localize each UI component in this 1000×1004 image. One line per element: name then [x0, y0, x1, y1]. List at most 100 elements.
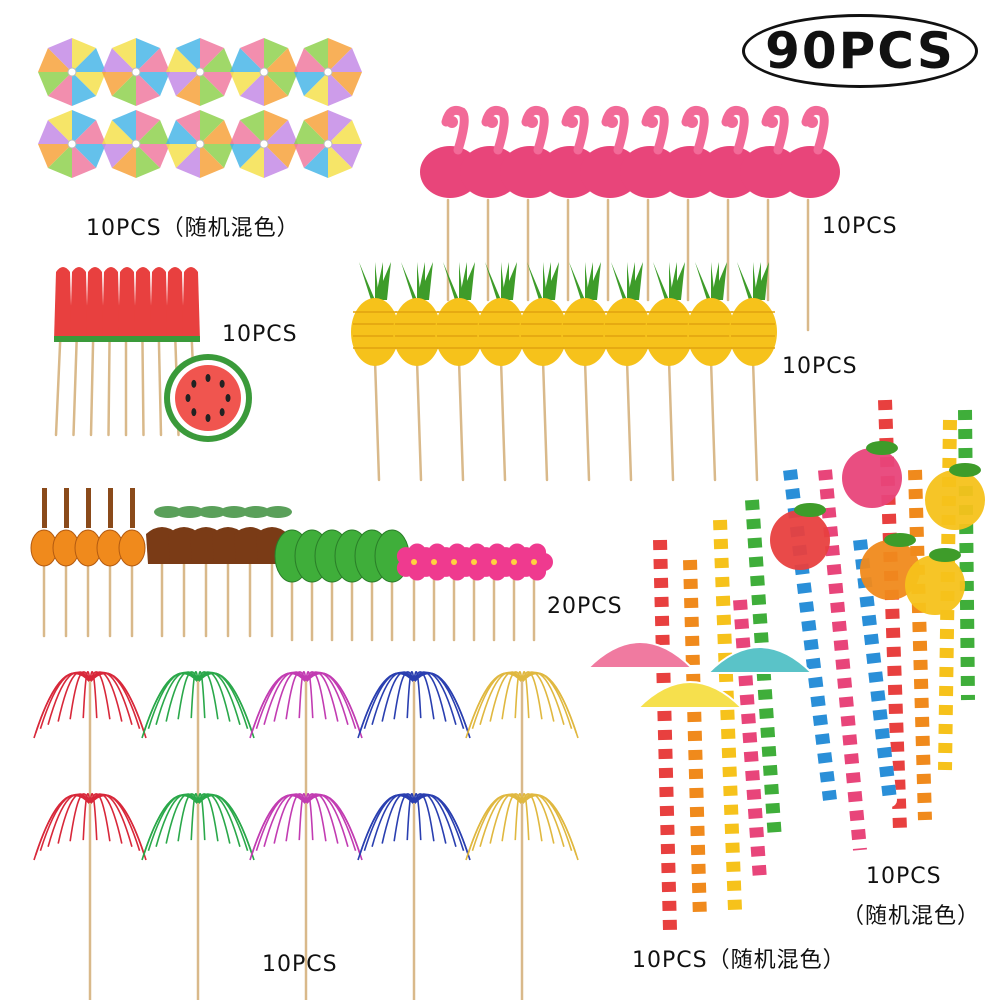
parasol-panel [166, 72, 200, 97]
parasol-panel [72, 38, 97, 72]
parasol-panel [328, 72, 353, 106]
parasol-panel [136, 72, 170, 97]
umbrella-straws-label: 10PCS（随机混色） [632, 948, 846, 973]
seed [185, 394, 191, 402]
firework-pick [357, 670, 471, 802]
pineapple-leaf [401, 262, 417, 300]
fruit-leaf [884, 533, 916, 547]
guitar-neck [108, 488, 113, 528]
foil-strand [521, 672, 579, 739]
foil-strand [197, 793, 219, 842]
flamingo-neck [721, 105, 749, 155]
parasol-panel [136, 38, 161, 72]
parasol-panel [264, 119, 298, 144]
leaf-pick [374, 529, 410, 642]
parasol-panel [303, 72, 328, 106]
foil-strand [413, 793, 435, 842]
flamingo-body [780, 146, 840, 198]
umbrella-rind [150, 336, 168, 342]
pineapple-pick [729, 262, 777, 482]
flamingo-neck [801, 105, 829, 155]
guitar-pick [30, 488, 58, 638]
watermelon-umbrella-picks-label: 10PCS [222, 322, 298, 347]
parasol-panel [136, 110, 161, 144]
coconut-leaf [176, 506, 204, 518]
flamingo-head [726, 116, 738, 128]
striped-straw [908, 463, 932, 827]
toothpick [709, 358, 717, 482]
umbrella-rind [166, 336, 184, 342]
pineapple-leaf [753, 262, 769, 300]
parasol-panel [294, 72, 328, 97]
parasol-panel [200, 110, 225, 144]
parasol-panel [38, 47, 72, 72]
flamingo-head [766, 116, 778, 128]
foil-strand [197, 794, 255, 861]
parasol-panel [72, 110, 97, 144]
petal [528, 543, 547, 562]
foil-strand [413, 671, 435, 720]
striped-straw [653, 533, 677, 937]
pineapple-leaf [627, 262, 643, 300]
straw-stripes [683, 559, 707, 921]
parasol-panel [200, 72, 225, 106]
foil-strand [501, 671, 523, 720]
pineapple-leaf [375, 262, 391, 300]
seed [225, 394, 231, 402]
watermelon-umbrella-pick [118, 267, 136, 437]
parasol-panel [328, 72, 362, 97]
parasol-panel [102, 144, 136, 169]
straws-group [653, 393, 975, 937]
parasol-center [323, 139, 333, 149]
flamingo-neck [601, 105, 629, 155]
foil-strand [177, 793, 199, 842]
striped-straw [818, 463, 867, 857]
parasol-panel [303, 110, 328, 144]
toothpick [583, 358, 591, 482]
parasol-pick [230, 110, 298, 178]
flamingo-head [446, 116, 458, 128]
striped-straw [713, 513, 742, 917]
flower-center [491, 559, 497, 565]
parasol-center [195, 67, 205, 77]
paper-fruit [770, 510, 830, 570]
pineapple-leaf [417, 262, 433, 300]
firework-picks-label: 10PCS [262, 952, 338, 977]
straw-stripes [713, 519, 742, 911]
pineapple-body [477, 298, 525, 366]
fruit-leaf [929, 548, 961, 562]
parasol-panel [111, 38, 136, 72]
hibiscus-pick [516, 543, 553, 642]
seed [205, 414, 211, 422]
coconut-leaf [198, 506, 226, 518]
flamingo-pick [580, 105, 640, 302]
pineapple-picks-label: 10PCS [782, 354, 858, 379]
parasol-panel [200, 47, 234, 72]
parasol-panel [166, 47, 200, 72]
parasol-panel [72, 72, 97, 106]
parasol-pick [230, 38, 298, 106]
parasol-center [67, 67, 77, 77]
watermelon-umbrella-pick [54, 267, 72, 437]
parasol-panel [264, 144, 298, 169]
umbrella-rind [182, 336, 200, 342]
striped-straw [958, 403, 975, 707]
parasol-panel [303, 38, 328, 72]
parasol-panel [294, 47, 328, 72]
closed-umbrella [182, 267, 200, 340]
parasol-panel [303, 144, 328, 178]
parasol-panel [200, 72, 234, 97]
toothpick [457, 358, 465, 482]
umbrella-rind [86, 336, 104, 342]
closed-umbrella [86, 267, 104, 340]
foil-strand [197, 672, 255, 739]
guitar-pick [74, 488, 102, 638]
pineapple-leaf [359, 262, 375, 300]
watermelon-umbrella-pick [70, 267, 88, 437]
watermelon-umbrella-pick [150, 267, 168, 437]
pineapple-leaf [669, 262, 685, 300]
parasol-panel [230, 47, 264, 72]
foil-strand [69, 671, 91, 720]
firework-pick [33, 792, 147, 1004]
